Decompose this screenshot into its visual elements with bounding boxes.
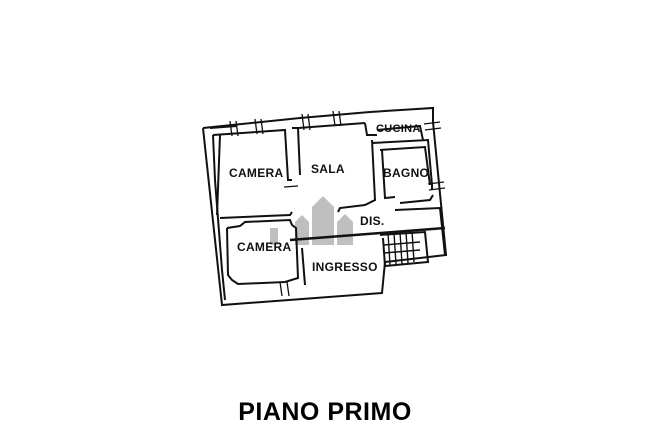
windows <box>229 110 446 297</box>
stairs <box>383 230 421 266</box>
room-label-dis: DIS. <box>360 214 385 228</box>
room-label-ingresso: INGRESSO <box>312 260 378 274</box>
floor-title: PIANO PRIMO <box>238 398 412 426</box>
room-label-cucina: CUCINA <box>376 123 421 135</box>
room-label-camera-2: CAMERA <box>237 240 292 254</box>
room-label-bagno: BAGNO <box>383 166 430 180</box>
room-label-sala: SALA <box>311 162 345 176</box>
room-label-camera-1: CAMERA <box>229 166 284 180</box>
